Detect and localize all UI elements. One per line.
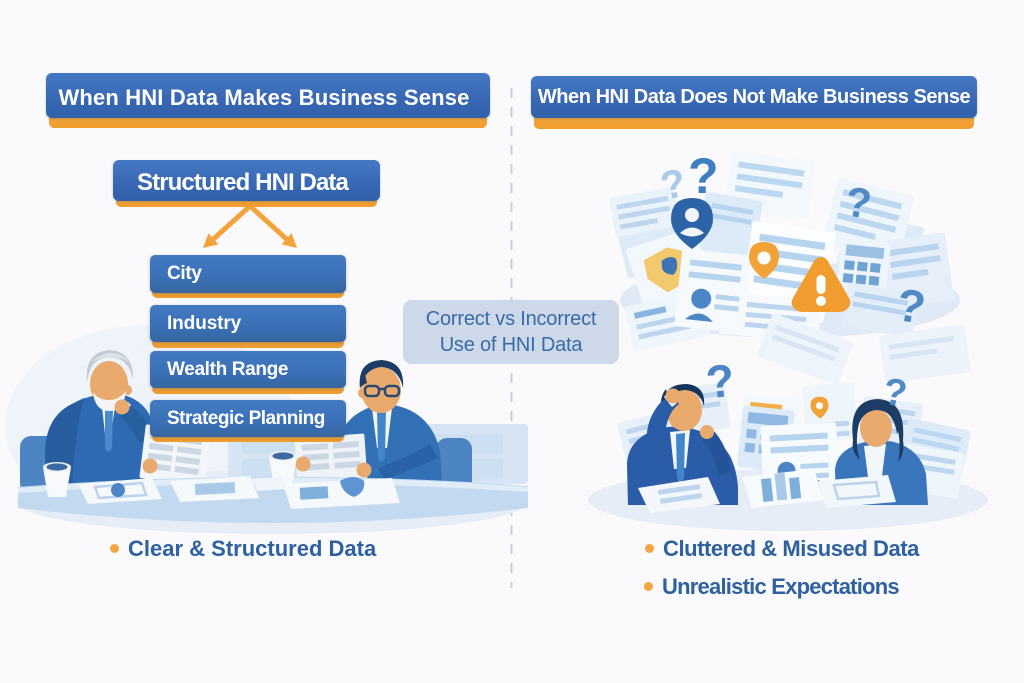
svg-text:?: ? bbox=[688, 148, 719, 204]
svg-text:?: ? bbox=[881, 371, 910, 416]
svg-text:?: ? bbox=[703, 354, 736, 409]
